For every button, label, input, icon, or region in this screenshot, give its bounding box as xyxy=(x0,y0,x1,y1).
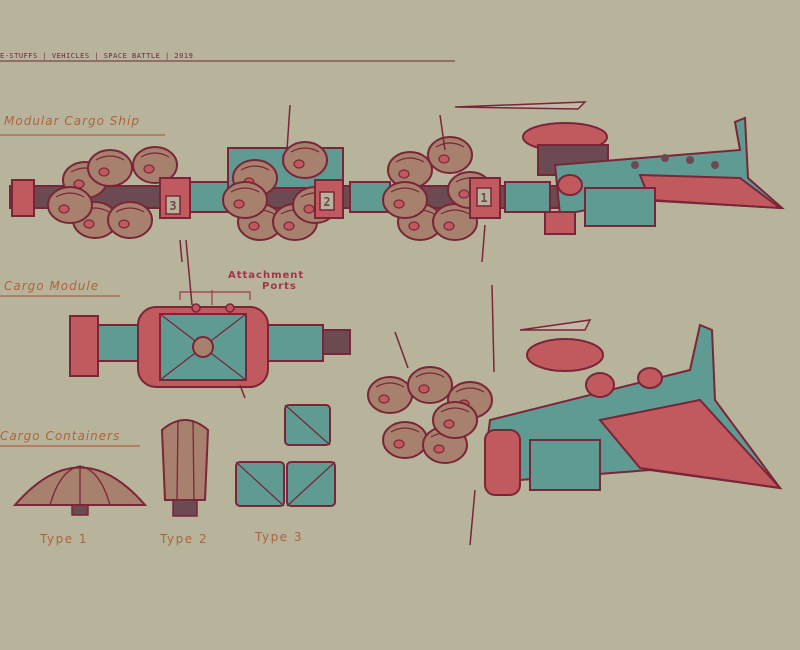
label-type3: Type 3 xyxy=(255,530,304,544)
label-cargo-containers: Cargo Containers xyxy=(0,429,121,443)
module-number-2: 2 xyxy=(323,195,330,209)
header-title: E-STUFFS | VEHICLES | SPACE BATTLE | 201… xyxy=(0,52,194,60)
label-type1: Type 1 xyxy=(40,532,89,546)
label-cargo-module: Cargo Module xyxy=(4,279,100,293)
container-type1-drawing xyxy=(12,465,148,516)
ship-cockpit-section xyxy=(454,101,785,235)
cargo-module-drawing xyxy=(69,239,351,399)
label-modular-cargo-ship: Modular Cargo Ship xyxy=(4,114,140,128)
container-type2-drawing xyxy=(160,419,210,517)
module-number-1: 1 xyxy=(480,191,487,205)
label-type2: Type 2 xyxy=(160,532,209,546)
label-ports: Ports xyxy=(262,281,297,292)
ship-perspective-view xyxy=(367,284,783,546)
container-type3-drawing xyxy=(235,404,336,507)
module-number-3: 3 xyxy=(169,199,176,213)
modular-cargo-ship xyxy=(9,101,785,263)
label-attachment: Attachment xyxy=(228,270,305,281)
